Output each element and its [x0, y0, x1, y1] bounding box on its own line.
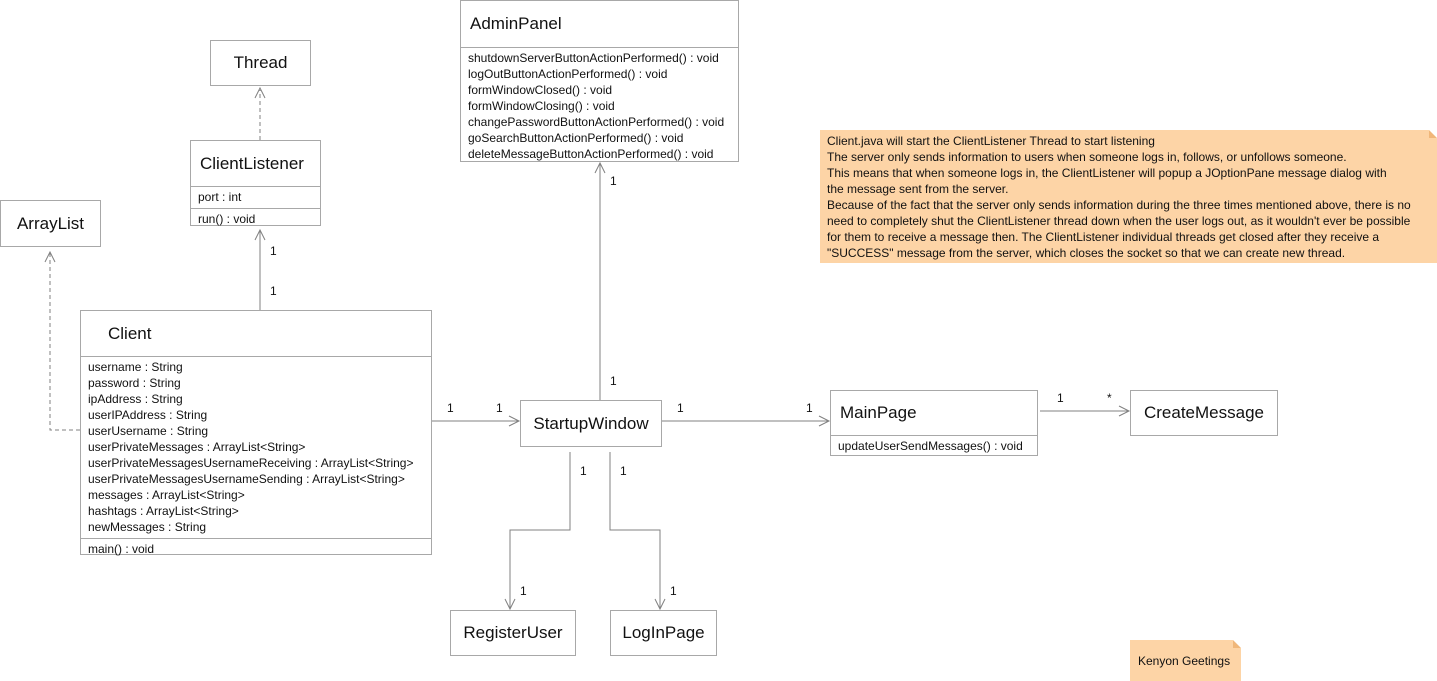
client-to-arraylist-line	[49, 252, 80, 431]
attribute: userPrivateMessagesUsernameSending : Arr…	[88, 472, 405, 486]
attribute: hashtags : ArrayList<String>	[88, 504, 239, 518]
multiplicity-label: 1	[270, 244, 277, 258]
multiplicity-label: 1	[447, 401, 454, 415]
attributes-section: username : String password : String ipAd…	[81, 356, 431, 538]
multiplicity-label: 1	[670, 584, 677, 598]
note-line: The server only sends information to use…	[827, 150, 1347, 164]
method: run() : void	[198, 212, 256, 226]
class-name: Thread	[233, 53, 288, 72]
listener-to-thread-arrowhead	[254, 86, 266, 99]
methods-section: run() : void	[191, 208, 320, 230]
class-thread[interactable]: Thread	[210, 40, 311, 86]
attribute: userIPAddress : String	[88, 408, 208, 422]
attribute: userUsername : String	[88, 424, 209, 438]
multiplicity-label: 1	[610, 374, 617, 388]
method: main() : void	[88, 542, 155, 556]
description-note[interactable]: Client.java will start the ClientListene…	[820, 130, 1437, 263]
class-name: ArrayList	[16, 213, 85, 233]
startup-to-register-arrowhead	[504, 598, 516, 611]
class-admin-panel[interactable]: AdminPanel shutdownServerButtonActionPer…	[460, 0, 739, 162]
attribute: newMessages : String	[88, 520, 207, 534]
method: goSearchButtonActionPerformed() : void	[468, 131, 684, 145]
multiplicity-label: 1	[806, 401, 813, 415]
class-client-listener[interactable]: ClientListener port : int run() : void	[190, 140, 321, 226]
class-name: MainPage	[840, 403, 917, 422]
method: formWindowClosing() : void	[468, 99, 615, 113]
methods-section: updateUserSendMessages() : void	[831, 435, 1037, 457]
client-to-arraylist-arrowhead	[44, 250, 56, 263]
class-startup-window[interactable]: StartupWindow	[520, 400, 662, 447]
attribute: userPrivateMessages : ArrayList<String>	[88, 440, 306, 454]
multiplicity-label: 1	[496, 401, 503, 415]
multiplicity-label: 1	[580, 464, 587, 478]
author-name: Kenyon Geetings	[1138, 653, 1231, 668]
class-name: CreateMessage	[1143, 403, 1264, 422]
class-name: LogInPage	[622, 623, 705, 642]
author-note[interactable]: Kenyon Geetings	[1130, 640, 1241, 681]
note-line: Client.java will start the ClientListene…	[827, 134, 1155, 148]
note-line: for them to receive a message then. The …	[827, 230, 1380, 244]
note-line: the message sent from the server.	[827, 182, 1009, 196]
class-name: StartupWindow	[533, 413, 649, 433]
methods-section: shutdownServerButtonActionPerformed() : …	[461, 47, 738, 165]
class-name: Client	[108, 323, 152, 343]
method: formWindowClosed() : void	[468, 83, 613, 97]
class-name: ClientListener	[200, 153, 304, 173]
note-line: "SUCCESS" message from the server, which…	[827, 246, 1346, 260]
class-create-message[interactable]: CreateMessage	[1130, 390, 1278, 436]
class-client[interactable]: Client username : String password : Stri…	[80, 310, 432, 556]
attribute: port : int	[198, 190, 242, 204]
methods-section: main() : void	[81, 538, 431, 560]
attribute: ipAddress : String	[88, 392, 183, 406]
client-to-listener-arrowhead	[254, 228, 266, 241]
class-register-user[interactable]: RegisterUser	[450, 610, 576, 656]
multiplicity-label: 1	[620, 464, 627, 478]
startup-to-register-line	[509, 452, 571, 609]
client-to-startup-arrowhead	[508, 415, 521, 427]
class-main-page[interactable]: MainPage updateUserSendMessages() : void	[830, 390, 1038, 456]
multiplicity-label: *	[1107, 391, 1112, 405]
method: shutdownServerButtonActionPerformed() : …	[468, 51, 719, 65]
note-fold-corner	[1233, 640, 1241, 648]
attribute: userPrivateMessagesUsernameReceiving : A…	[88, 456, 414, 470]
note-line: This means that when someone logs in, th…	[827, 166, 1387, 180]
multiplicity-label: 1	[677, 401, 684, 415]
note-fold-corner	[1429, 130, 1437, 138]
class-name: AdminPanel	[470, 14, 562, 33]
mainpage-to-createmessage-arrowhead	[1118, 405, 1131, 417]
method: deleteMessageButtonActionPerformed() : v…	[468, 147, 714, 161]
class-login-page[interactable]: LogInPage	[610, 610, 717, 656]
method: changePasswordButtonActionPerformed() : …	[468, 115, 725, 129]
startup-to-admin-arrowhead	[594, 161, 606, 174]
multiplicity-label: 1	[520, 584, 527, 598]
startup-to-mainpage-arrowhead	[818, 415, 831, 427]
startup-to-login-line	[609, 452, 661, 609]
multiplicity-label: 1	[1057, 391, 1064, 405]
attribute: username : String	[88, 360, 183, 374]
attribute: password : String	[88, 376, 181, 390]
attribute: messages : ArrayList<String>	[88, 488, 245, 502]
startup-to-login-arrowhead	[654, 598, 666, 611]
method: logOutButtonActionPerformed() : void	[468, 67, 668, 81]
class-name: RegisterUser	[463, 623, 563, 642]
note-line: Because of the fact that the server only…	[827, 198, 1411, 212]
note-line: need to completely shut the ClientListen…	[827, 214, 1411, 228]
class-array-list[interactable]: ArrayList	[0, 200, 101, 247]
multiplicity-label: 1	[610, 174, 617, 188]
method: updateUserSendMessages() : void	[838, 439, 1023, 453]
multiplicity-label: 1	[270, 284, 277, 298]
attributes-section: port : int	[191, 186, 320, 208]
